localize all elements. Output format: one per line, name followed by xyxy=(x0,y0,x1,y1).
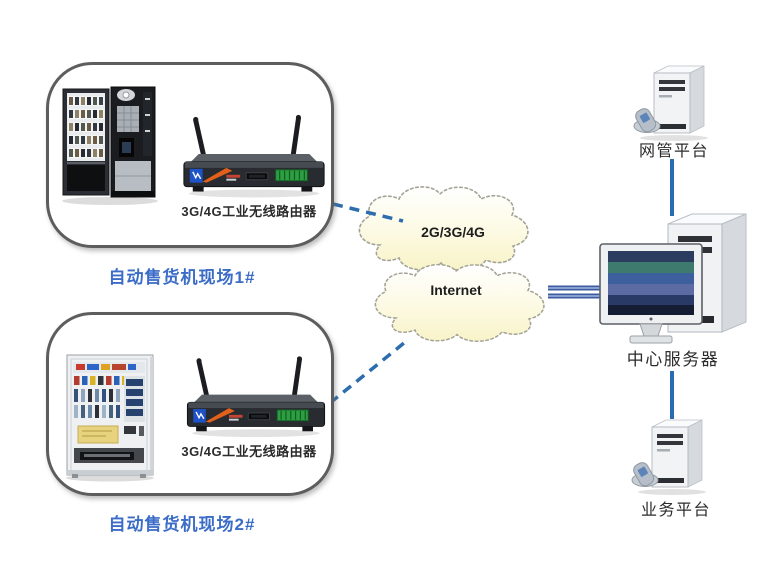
internet-cloud-shape xyxy=(374,263,545,342)
antenna-left xyxy=(196,359,211,403)
handset-icon xyxy=(633,108,661,133)
vending-machine-icon xyxy=(62,86,158,205)
site2-to-cloud-dashed-link xyxy=(328,341,406,405)
server-tower-icon xyxy=(633,65,708,141)
handset-icon xyxy=(631,462,659,487)
central-server-label: 中心服务器 xyxy=(626,350,720,369)
site1-label: 自动售货机现场1# xyxy=(108,268,256,287)
server-tower-icon xyxy=(631,419,706,495)
bottle-row-1 xyxy=(74,389,120,402)
site2-router-label: 3G/4G工业无线路由器 xyxy=(181,444,317,459)
wireless-router-icon xyxy=(183,114,325,198)
cellular-cloud-label: 2G/3G/4G xyxy=(421,224,485,240)
antenna-right xyxy=(291,357,302,403)
antenna-right xyxy=(290,116,301,163)
site2-label: 自动售货机现场2# xyxy=(108,515,256,534)
desktop-computer-icon xyxy=(599,213,747,344)
cloud-to-server-double-link xyxy=(548,285,601,299)
business-platform-label: 业务平台 xyxy=(640,502,711,519)
site1-router-label: 3G/4G工业无线路由器 xyxy=(181,204,317,219)
nms-platform-label: 网管平台 xyxy=(638,143,709,160)
internet-cloud-label: Internet xyxy=(430,282,482,298)
site1-to-cloud-dashed-link xyxy=(332,202,404,223)
wireless-router-icon xyxy=(186,356,326,438)
monitor xyxy=(599,243,703,344)
vending-machine-icon xyxy=(66,354,154,482)
snack-rows xyxy=(68,96,104,158)
bottle-row-2 xyxy=(74,405,120,418)
antenna-left xyxy=(193,117,208,163)
internet-cloud-icon xyxy=(358,186,545,342)
